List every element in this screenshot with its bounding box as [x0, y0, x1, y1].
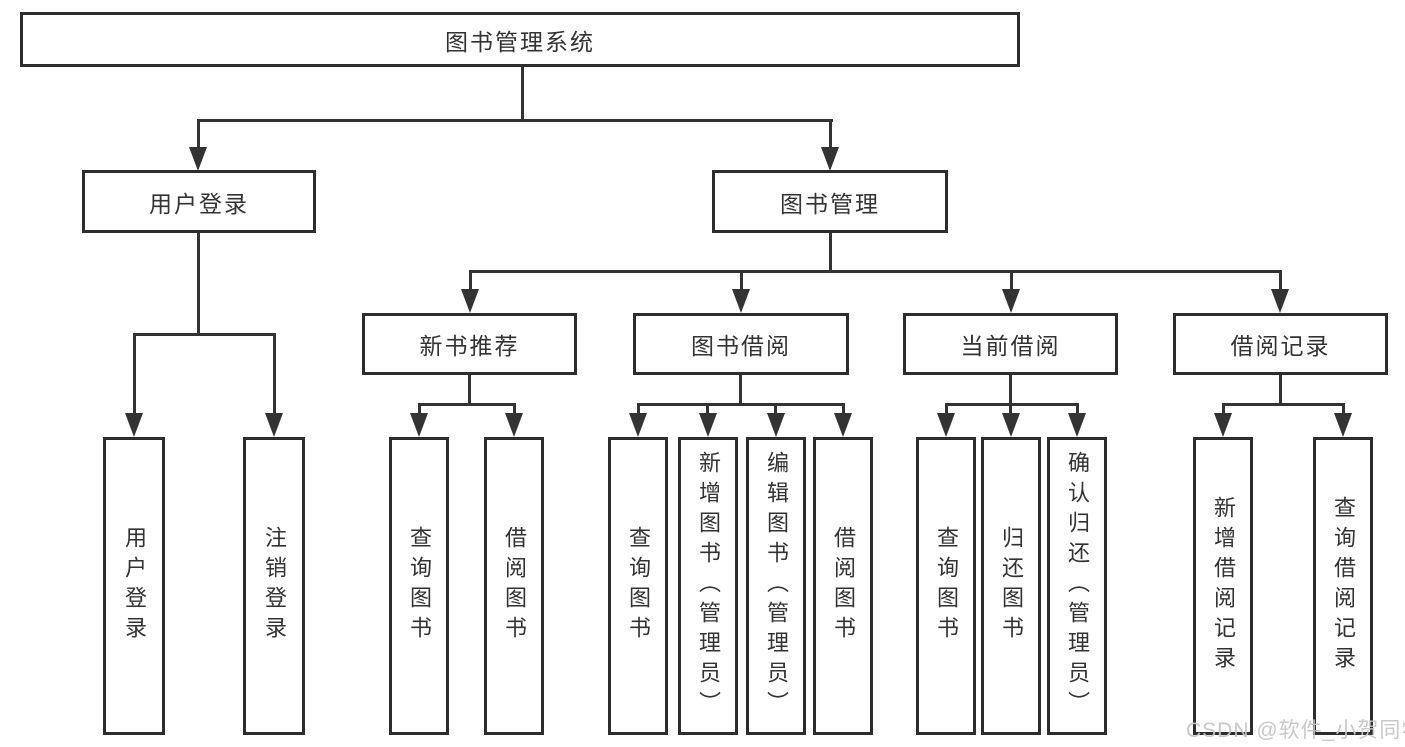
leaf-add-books-admin-label: 新增图书（管理员）	[696, 451, 721, 721]
leaf-logout: 注销登录	[243, 437, 305, 735]
connector-rail	[469, 270, 1282, 273]
node-user-login: 用户登录	[82, 170, 316, 233]
arrowhead-icon	[699, 413, 717, 437]
connector-drop	[1222, 403, 1225, 416]
node-book-borrow-label: 图书借阅	[691, 333, 791, 359]
connector-rail	[418, 403, 516, 406]
node-current-borrow: 当前借阅	[903, 313, 1118, 375]
connector-rail	[133, 333, 276, 336]
node-borrow-records-label: 借阅记录	[1230, 333, 1331, 359]
connector-stem	[829, 233, 832, 273]
connector-drop	[197, 119, 200, 150]
arrowhead-icon	[1002, 289, 1020, 313]
connector-drop	[1009, 403, 1012, 416]
leaf-add-books-admin: 新增图书（管理员）	[678, 437, 738, 735]
node-new-book-recommend-label: 新书推荐	[419, 333, 520, 359]
connector-stem	[1279, 375, 1282, 406]
arrowhead-icon	[1334, 413, 1352, 437]
leaf-user-login: 用户登录	[103, 437, 165, 735]
arrowhead-icon	[732, 289, 750, 313]
connector-stem	[1009, 375, 1012, 406]
leaf-query-books-2-label: 查询图书	[626, 526, 651, 646]
connector-drop	[469, 270, 472, 292]
leaf-confirm-return-admin: 确认归还（管理员）	[1047, 437, 1107, 735]
arrowhead-icon	[821, 147, 839, 171]
leaf-add-borrow-record-label: 新增借阅记录	[1211, 496, 1236, 676]
leaf-confirm-return-admin-label: 确认归还（管理员）	[1065, 451, 1090, 721]
connector-drop	[1279, 270, 1282, 292]
leaf-query-borrow-record-label: 查询借阅记录	[1331, 496, 1356, 676]
connector-stem	[739, 375, 742, 406]
node-book-management-label: 图书管理	[780, 190, 880, 217]
leaf-borrow-books-2: 借阅图书	[813, 437, 873, 735]
connector-drop	[1010, 270, 1013, 292]
connector-stem	[468, 375, 471, 406]
leaf-logout-label: 注销登录	[262, 526, 287, 646]
node-current-borrow-label: 当前借阅	[960, 333, 1061, 359]
arrowhead-icon	[189, 147, 207, 171]
watermark: CSDN @软件_小贺同学	[1186, 719, 1405, 742]
arrowhead-icon	[767, 413, 785, 437]
leaf-query-books-1-label: 查询图书	[407, 526, 432, 646]
connector-rail	[945, 403, 1079, 406]
leaf-add-borrow-record: 新增借阅记录	[1193, 437, 1253, 735]
connector-rail	[197, 119, 833, 122]
arrowhead-icon	[410, 413, 428, 437]
connector-drop	[740, 270, 743, 292]
connector-rail	[637, 403, 845, 406]
leaf-user-login-label: 用户登录	[122, 526, 147, 646]
node-borrow-records: 借阅记录	[1173, 313, 1388, 375]
leaf-return-books-label: 归还图书	[999, 526, 1024, 646]
arrowhead-icon	[265, 413, 283, 437]
leaf-query-books-2: 查询图书	[608, 437, 668, 735]
connector-drop	[513, 403, 516, 416]
connector-drop	[706, 403, 709, 416]
connector-stem	[521, 67, 524, 121]
connector-rail	[1222, 403, 1345, 406]
connector-drop	[273, 333, 276, 416]
arrowhead-icon	[1068, 413, 1086, 437]
node-book-borrow: 图书借阅	[633, 313, 849, 375]
leaf-query-borrow-record: 查询借阅记录	[1313, 437, 1373, 735]
arrowhead-icon	[834, 413, 852, 437]
leaf-borrow-books-2-label: 借阅图书	[831, 526, 856, 646]
node-root: 图书管理系统	[20, 12, 1020, 67]
leaf-query-books-3-label: 查询图书	[934, 526, 959, 646]
connector-stem	[197, 233, 200, 336]
leaf-query-books-3: 查询图书	[916, 437, 976, 735]
node-book-management: 图书管理	[712, 170, 948, 233]
arrowhead-icon	[125, 413, 143, 437]
arrowhead-icon	[461, 289, 479, 313]
arrowhead-icon	[505, 413, 523, 437]
leaf-query-books-1: 查询图书	[389, 437, 449, 735]
leaf-edit-books-admin-label: 编辑图书（管理员）	[764, 451, 789, 721]
arrowhead-icon	[629, 413, 647, 437]
leaf-return-books: 归还图书	[981, 437, 1041, 735]
connector-drop	[829, 119, 832, 150]
connector-drop	[842, 403, 845, 416]
connector-drop	[133, 333, 136, 416]
connector-drop	[1076, 403, 1079, 416]
arrowhead-icon	[937, 413, 955, 437]
arrowhead-icon	[1002, 413, 1020, 437]
node-new-book-recommend: 新书推荐	[362, 313, 577, 375]
leaf-edit-books-admin: 编辑图书（管理员）	[746, 437, 806, 735]
connector-drop	[418, 403, 421, 416]
node-user-login-label: 用户登录	[149, 190, 249, 217]
arrowhead-icon	[1214, 413, 1232, 437]
arrowhead-icon	[1271, 289, 1289, 313]
connector-drop	[1342, 403, 1345, 416]
leaf-borrow-books-1-label: 借阅图书	[502, 526, 527, 646]
connector-drop	[945, 403, 948, 416]
node-root-label: 图书管理系统	[445, 28, 595, 55]
connector-drop	[637, 403, 640, 416]
connector-drop	[774, 403, 777, 416]
leaf-borrow-books-1: 借阅图书	[484, 437, 544, 735]
